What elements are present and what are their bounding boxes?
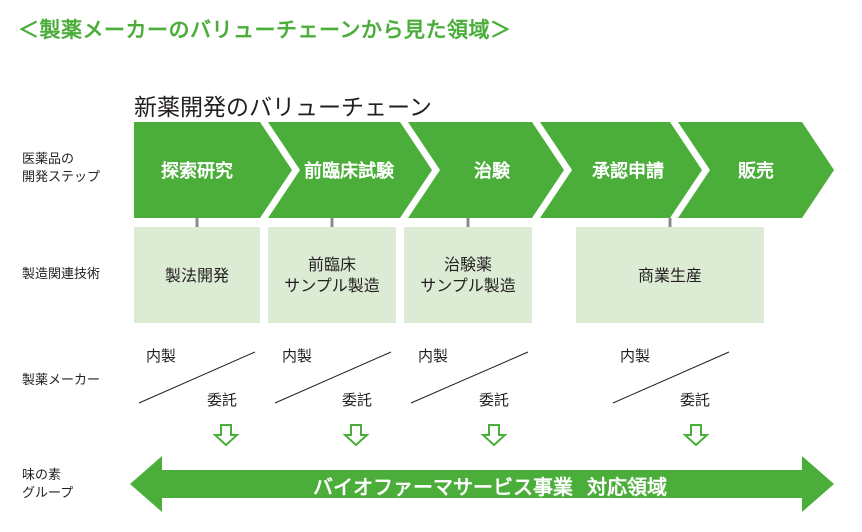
outsourced-label-2: 委託 xyxy=(342,391,373,409)
step-label-4: 承認申請 xyxy=(592,161,664,182)
down-arrow-icon-3 xyxy=(480,424,508,447)
step-chevron-4 xyxy=(540,122,702,218)
split-line-3 xyxy=(410,351,529,404)
split-line-4 xyxy=(612,351,730,404)
step-label-1: 探索研究 xyxy=(161,161,233,182)
split-line-2 xyxy=(274,351,392,404)
coverage-arrow xyxy=(130,456,834,512)
manufacturing-box-3: 治験薬 サンプル製造 xyxy=(404,227,532,323)
chain-title: 新薬開発のバリューチェーン xyxy=(134,95,432,121)
inhouse-label-3: 内製 xyxy=(418,347,449,365)
row-label-group: 味の素 グループ xyxy=(22,468,74,501)
down-arrow-icon-1 xyxy=(212,424,240,447)
step-chevron-2 xyxy=(268,122,432,218)
manufacturing-box-2: 前臨床 サンプル製造 xyxy=(268,227,396,323)
step-chevron-5 xyxy=(678,122,834,218)
page-heading: ＜製薬メーカーのバリューチェーンから見た領域＞ xyxy=(18,18,512,42)
down-arrow-icon-4 xyxy=(682,424,710,447)
step-label-5: 販売 xyxy=(738,161,774,182)
row-label-maker: 製薬メーカー xyxy=(22,373,101,388)
coverage-label: バイオファーマサービス事業 対応領域 xyxy=(313,474,667,499)
inhouse-label-4: 内製 xyxy=(620,347,651,365)
step-chevron-1 xyxy=(134,122,292,218)
inhouse-label-1: 内製 xyxy=(146,347,177,365)
row-label-tech: 製造関連技術 xyxy=(22,267,101,282)
split-line-1 xyxy=(138,351,256,404)
step-label-2: 前臨床試験 xyxy=(304,161,394,182)
outsourced-label-1: 委託 xyxy=(207,391,238,409)
row-label-steps: 医薬品の 開発ステップ xyxy=(22,152,101,185)
inhouse-label-2: 内製 xyxy=(282,347,313,365)
down-arrow-icon-2 xyxy=(342,424,370,447)
step-chevron-3 xyxy=(408,122,564,218)
outsourced-label-4: 委託 xyxy=(680,391,711,409)
manufacturing-box-1: 製法開発 xyxy=(134,227,260,323)
outsourced-label-3: 委託 xyxy=(479,391,510,409)
step-label-3: 治験 xyxy=(474,161,510,182)
manufacturing-box-4: 商業生産 xyxy=(576,227,764,323)
